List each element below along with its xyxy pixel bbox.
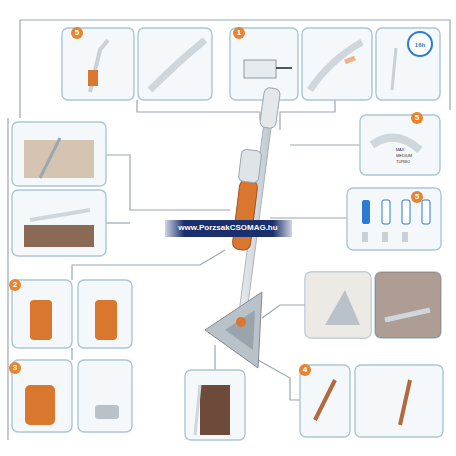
callout-number: 5	[415, 114, 419, 122]
time-label: 16h	[415, 42, 425, 48]
watermark: www.PorzsakCSOMAG.hu	[178, 224, 277, 232]
callout-circle	[9, 27, 423, 376]
speed-label: MAX	[396, 148, 405, 152]
speed-label: MEDIUM	[396, 154, 412, 158]
speed-label: TURBO	[396, 160, 410, 164]
callout-number: 5	[75, 29, 79, 37]
callout-number: 1	[237, 29, 241, 37]
watermark-banner	[165, 220, 292, 237]
panel-art	[24, 32, 441, 435]
callout-number: 3	[13, 364, 17, 372]
callout-number: 4	[303, 366, 307, 374]
callout-number: 2	[13, 281, 17, 289]
callout-number: 5	[415, 193, 419, 201]
step-panel	[12, 28, 443, 440]
leader-line	[8, 20, 450, 440]
